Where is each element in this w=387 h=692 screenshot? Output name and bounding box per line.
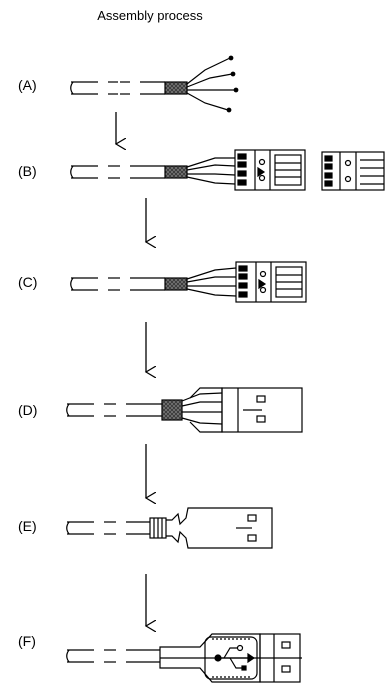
cable-stripped-a: [70, 55, 239, 113]
cable-with-overmold-f: [66, 633, 302, 683]
usb-symbol-icon: [214, 644, 256, 671]
step-label-a: (A): [18, 77, 37, 93]
diagram-title: Assembly process: [97, 8, 203, 23]
step-label-b: (B): [18, 163, 37, 179]
cable-with-crimped-shell-e: [66, 507, 273, 549]
step-label-f: (F): [18, 633, 36, 649]
step-label-e: (E): [18, 518, 37, 534]
cable-with-connector-c: [70, 261, 307, 303]
cable-with-shell-d: [66, 387, 303, 433]
cable-with-connector-b: [70, 149, 306, 191]
connector-part-b: [321, 151, 385, 191]
step-label-d: (D): [18, 402, 38, 418]
step-label-c: (C): [18, 274, 38, 290]
